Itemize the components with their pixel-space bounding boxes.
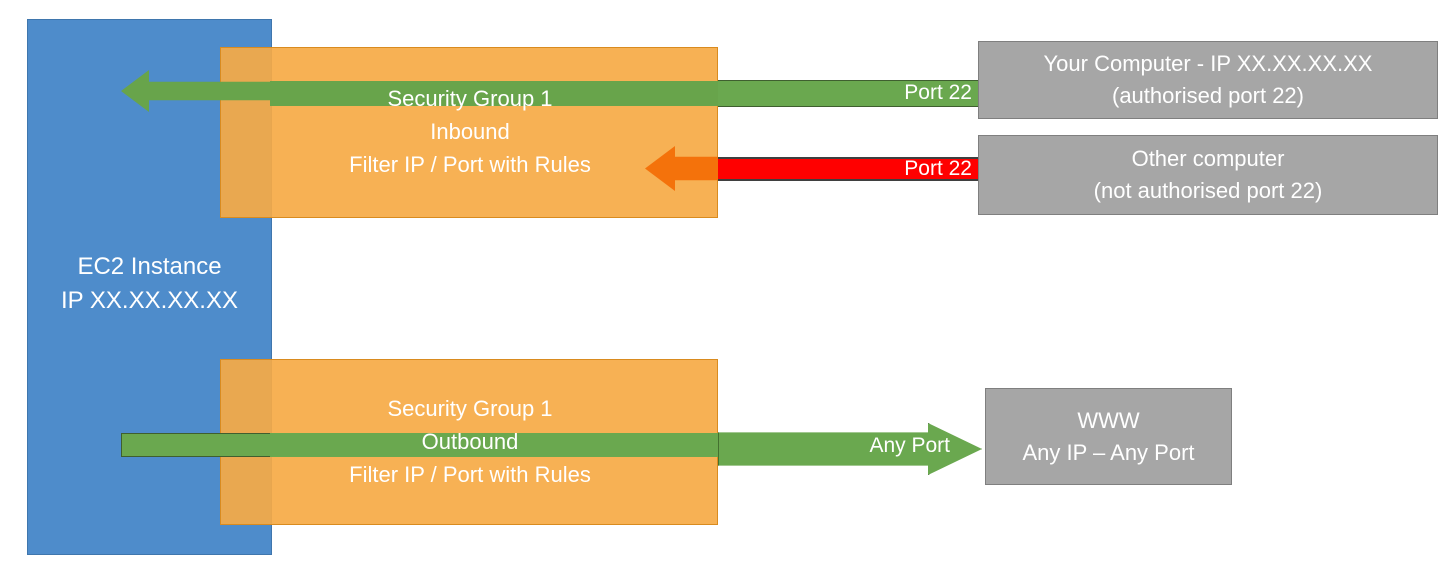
endpoint-other-computer-box: Other computer (not authorised port 22) bbox=[978, 135, 1438, 215]
endpoint-your-computer-box: Your Computer - IP XX.XX.XX.XX (authoris… bbox=[978, 41, 1438, 119]
your-computer-note: (authorised port 22) bbox=[1112, 83, 1304, 108]
security-group-inbound-box bbox=[220, 47, 718, 218]
inbound-allowed-bar bbox=[718, 80, 980, 107]
www-note: Any IP – Any Port bbox=[1022, 439, 1195, 465]
other-computer-title: Other computer bbox=[1131, 146, 1285, 171]
your-computer-title: Your Computer - IP XX.XX.XX.XX bbox=[1043, 51, 1373, 76]
other-computer-note: (not authorised port 22) bbox=[1093, 178, 1323, 203]
endpoint-www-box: WWW Any IP – Any Port bbox=[985, 388, 1232, 485]
www-title: WWW bbox=[1077, 407, 1140, 433]
inbound-allowed-shaft bbox=[270, 81, 718, 106]
outbound-allowed-arrow-icon bbox=[718, 423, 982, 475]
outbound-allowed-shaft bbox=[270, 433, 718, 457]
inbound-blocked-bar bbox=[718, 157, 980, 181]
outbound-allowed-stub bbox=[121, 433, 272, 457]
